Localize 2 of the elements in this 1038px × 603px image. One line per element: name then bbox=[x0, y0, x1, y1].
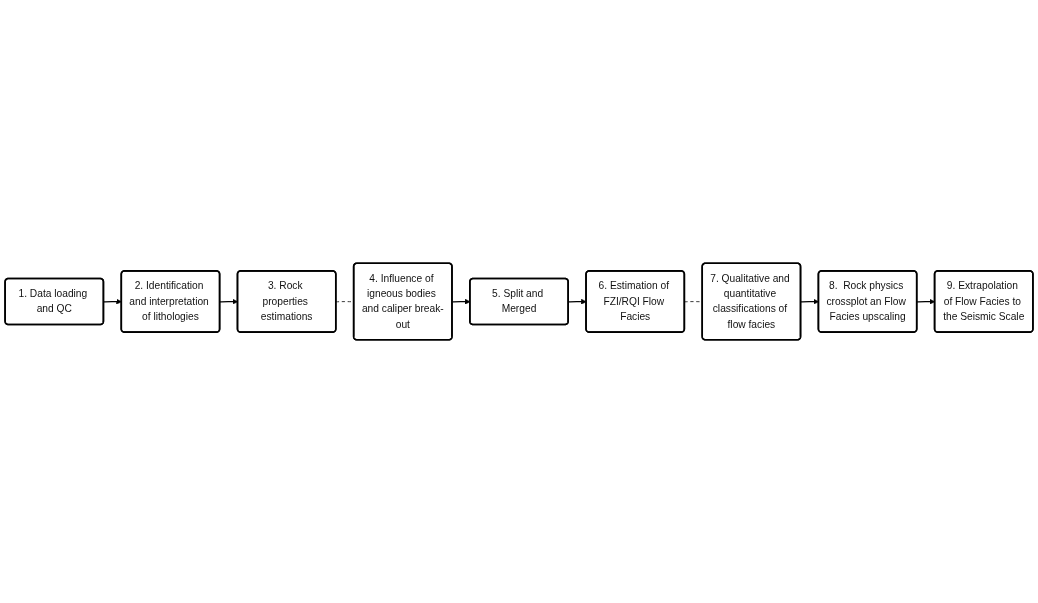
arrow bbox=[103, 298, 122, 305]
arrow bbox=[800, 298, 819, 305]
